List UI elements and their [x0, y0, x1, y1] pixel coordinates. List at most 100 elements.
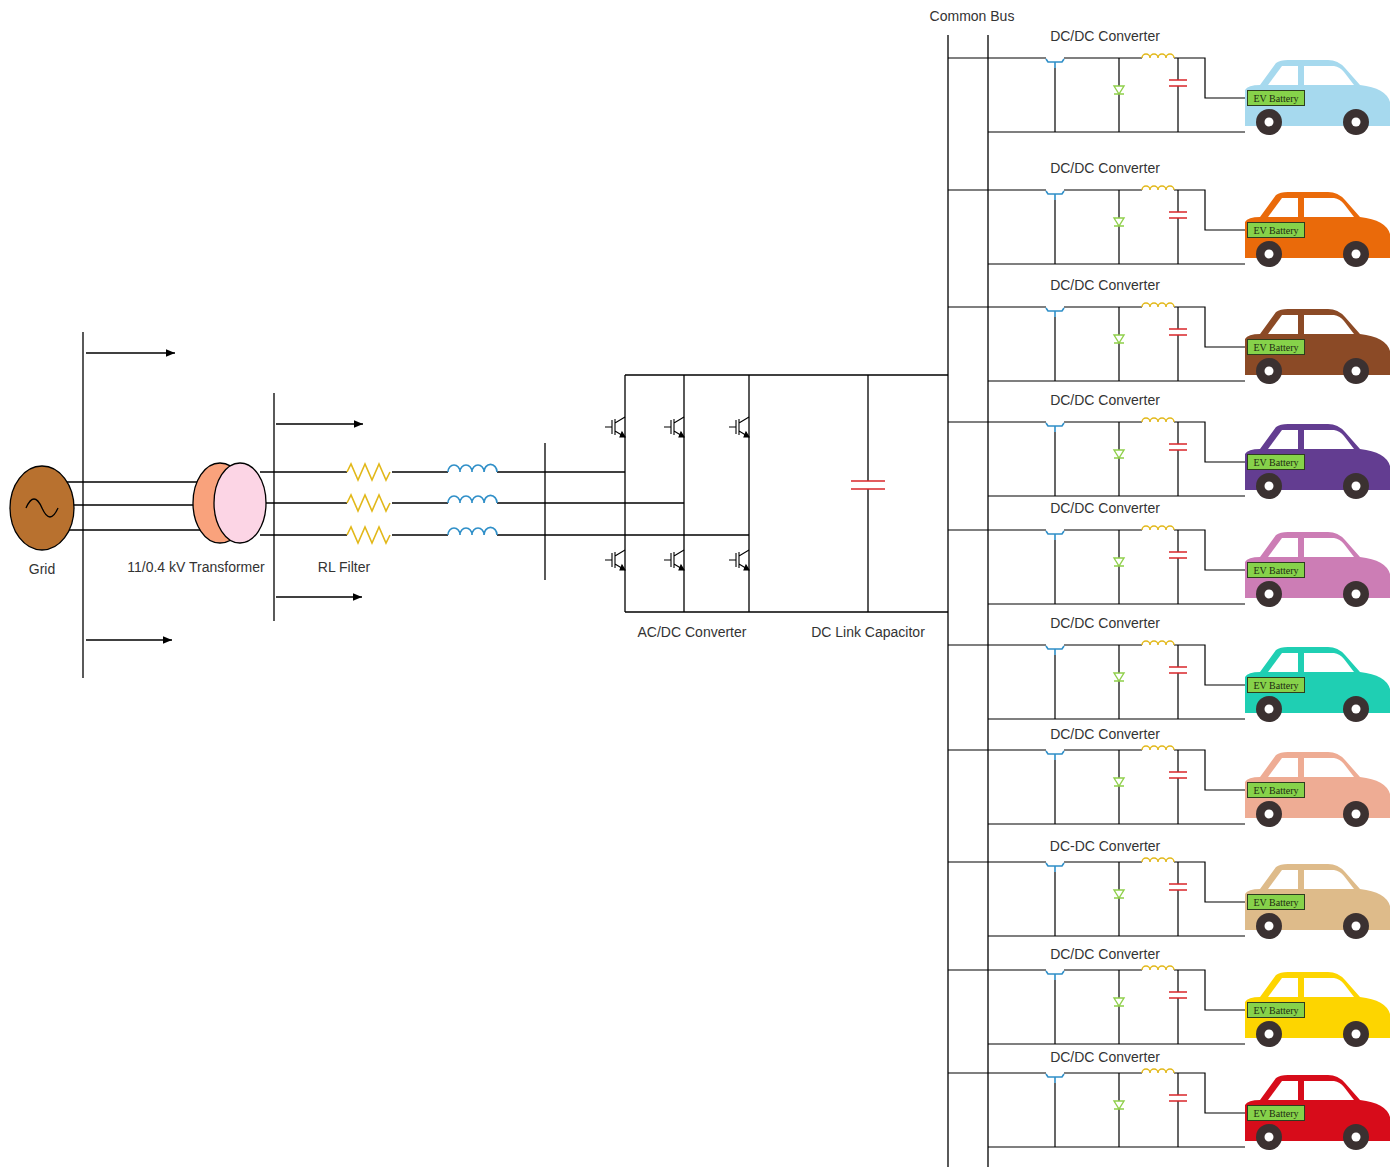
diode-symbol — [1114, 673, 1124, 681]
car-wheel — [1256, 473, 1282, 499]
battery-label: EV Battery — [1253, 680, 1298, 691]
car-window — [1268, 430, 1298, 449]
car-window — [1304, 198, 1354, 217]
resistor-symbol — [347, 464, 390, 543]
car-window — [1268, 1081, 1298, 1100]
car-hub — [1352, 482, 1361, 491]
inductor-symbol — [1142, 746, 1174, 750]
dc-dc-row — [948, 966, 1390, 1047]
car-window — [1304, 653, 1354, 672]
car-window — [1304, 66, 1354, 85]
wire — [988, 495, 1245, 496]
capacitor-symbol — [851, 481, 885, 489]
wire — [1054, 200, 1055, 264]
wire — [948, 862, 1247, 902]
car-hub — [1265, 367, 1274, 376]
car-wheel — [1343, 1124, 1369, 1150]
igbt-symbol — [664, 550, 684, 570]
wire — [988, 1146, 1245, 1147]
car-hub — [1352, 1030, 1361, 1039]
wire — [1054, 980, 1055, 1044]
capacitor-label: DC Link Capacitor — [811, 624, 925, 640]
car-wheel — [1343, 473, 1369, 499]
capacitor-symbol — [1169, 444, 1187, 450]
wire — [988, 1043, 1245, 1044]
diode-symbol — [1114, 890, 1124, 898]
car-wheel — [1343, 696, 1369, 722]
car-wheel — [1256, 241, 1282, 267]
diode-symbol — [1114, 558, 1124, 566]
dc-dc-rows — [948, 54, 1390, 1150]
car-wheel — [1256, 801, 1282, 827]
switch-symbol — [1046, 59, 1064, 68]
igbt-arrow — [679, 565, 684, 570]
capacitor-symbol — [1169, 1095, 1187, 1101]
wire — [1177, 530, 1178, 604]
inductor-symbol — [1142, 303, 1174, 307]
car-hub — [1352, 705, 1361, 714]
dc-dc-row — [948, 54, 1390, 135]
battery-label: EV Battery — [1253, 897, 1298, 908]
igbt-symbol — [664, 417, 684, 437]
battery-box: EV Battery — [1247, 562, 1305, 578]
sine-symbol — [26, 499, 58, 517]
igbt-arrow — [744, 565, 749, 570]
diode-symbol — [1114, 450, 1124, 458]
switch-symbol — [1046, 423, 1064, 432]
transformer-label: 11/0.4 kV Transformer — [127, 559, 264, 575]
wire — [988, 263, 1245, 264]
car-wheel — [1343, 241, 1369, 267]
converter-label: DC/DC Converter — [1050, 28, 1160, 44]
car-wheel — [1343, 581, 1369, 607]
igbt-arrow — [620, 565, 625, 570]
car-wheel — [1343, 1021, 1369, 1047]
inductor-symbol — [1142, 966, 1174, 970]
igbt-arrow — [620, 432, 625, 437]
diode-symbol — [1114, 998, 1124, 1006]
car-hub — [1265, 1133, 1274, 1142]
converter-label: DC/DC Converter — [1050, 726, 1160, 742]
igbt-symbol — [605, 417, 625, 437]
switch-symbol — [1046, 971, 1064, 980]
igbt-arrow — [744, 432, 749, 437]
car-hub — [1352, 810, 1361, 819]
converter-label: DC/DC Converter — [1050, 946, 1160, 962]
car-hub — [1352, 118, 1361, 127]
car-hub — [1352, 250, 1361, 259]
switch-symbol — [1046, 863, 1064, 872]
car-window — [1304, 1081, 1354, 1100]
switch-symbol — [1046, 646, 1064, 655]
diode-symbol — [1114, 86, 1124, 94]
switch-symbol — [1046, 751, 1064, 760]
battery-box: EV Battery — [1247, 1105, 1305, 1121]
car-window — [1268, 538, 1298, 557]
battery-box: EV Battery — [1247, 677, 1305, 693]
wire — [1177, 970, 1178, 1044]
car-wheel — [1256, 1124, 1282, 1150]
converter-label: DC-DC Converter — [1050, 838, 1160, 854]
battery-label: EV Battery — [1253, 342, 1298, 353]
battery-box: EV Battery — [1247, 1002, 1305, 1018]
capacitor-symbol — [1169, 80, 1187, 86]
car-wheel — [1343, 358, 1369, 384]
car-wheel — [1256, 581, 1282, 607]
wire — [988, 380, 1245, 381]
wire — [1054, 760, 1055, 824]
wire — [988, 131, 1245, 132]
dc-dc-row — [948, 641, 1390, 722]
filter-label: RL Filter — [318, 559, 370, 575]
car-window — [1268, 315, 1298, 334]
wire — [1054, 655, 1055, 719]
car-window — [1268, 978, 1298, 997]
igbt-symbol — [605, 550, 625, 570]
wire — [948, 1073, 1247, 1113]
battery-box: EV Battery — [1247, 454, 1305, 470]
inductor-symbol — [1142, 54, 1174, 58]
capacitor-symbol — [1169, 772, 1187, 778]
wire — [1177, 750, 1178, 824]
converter-label: DC/DC Converter — [1050, 500, 1160, 516]
dc-dc-row — [948, 186, 1390, 267]
igbt-symbol — [729, 550, 749, 570]
car-window — [1268, 758, 1298, 777]
